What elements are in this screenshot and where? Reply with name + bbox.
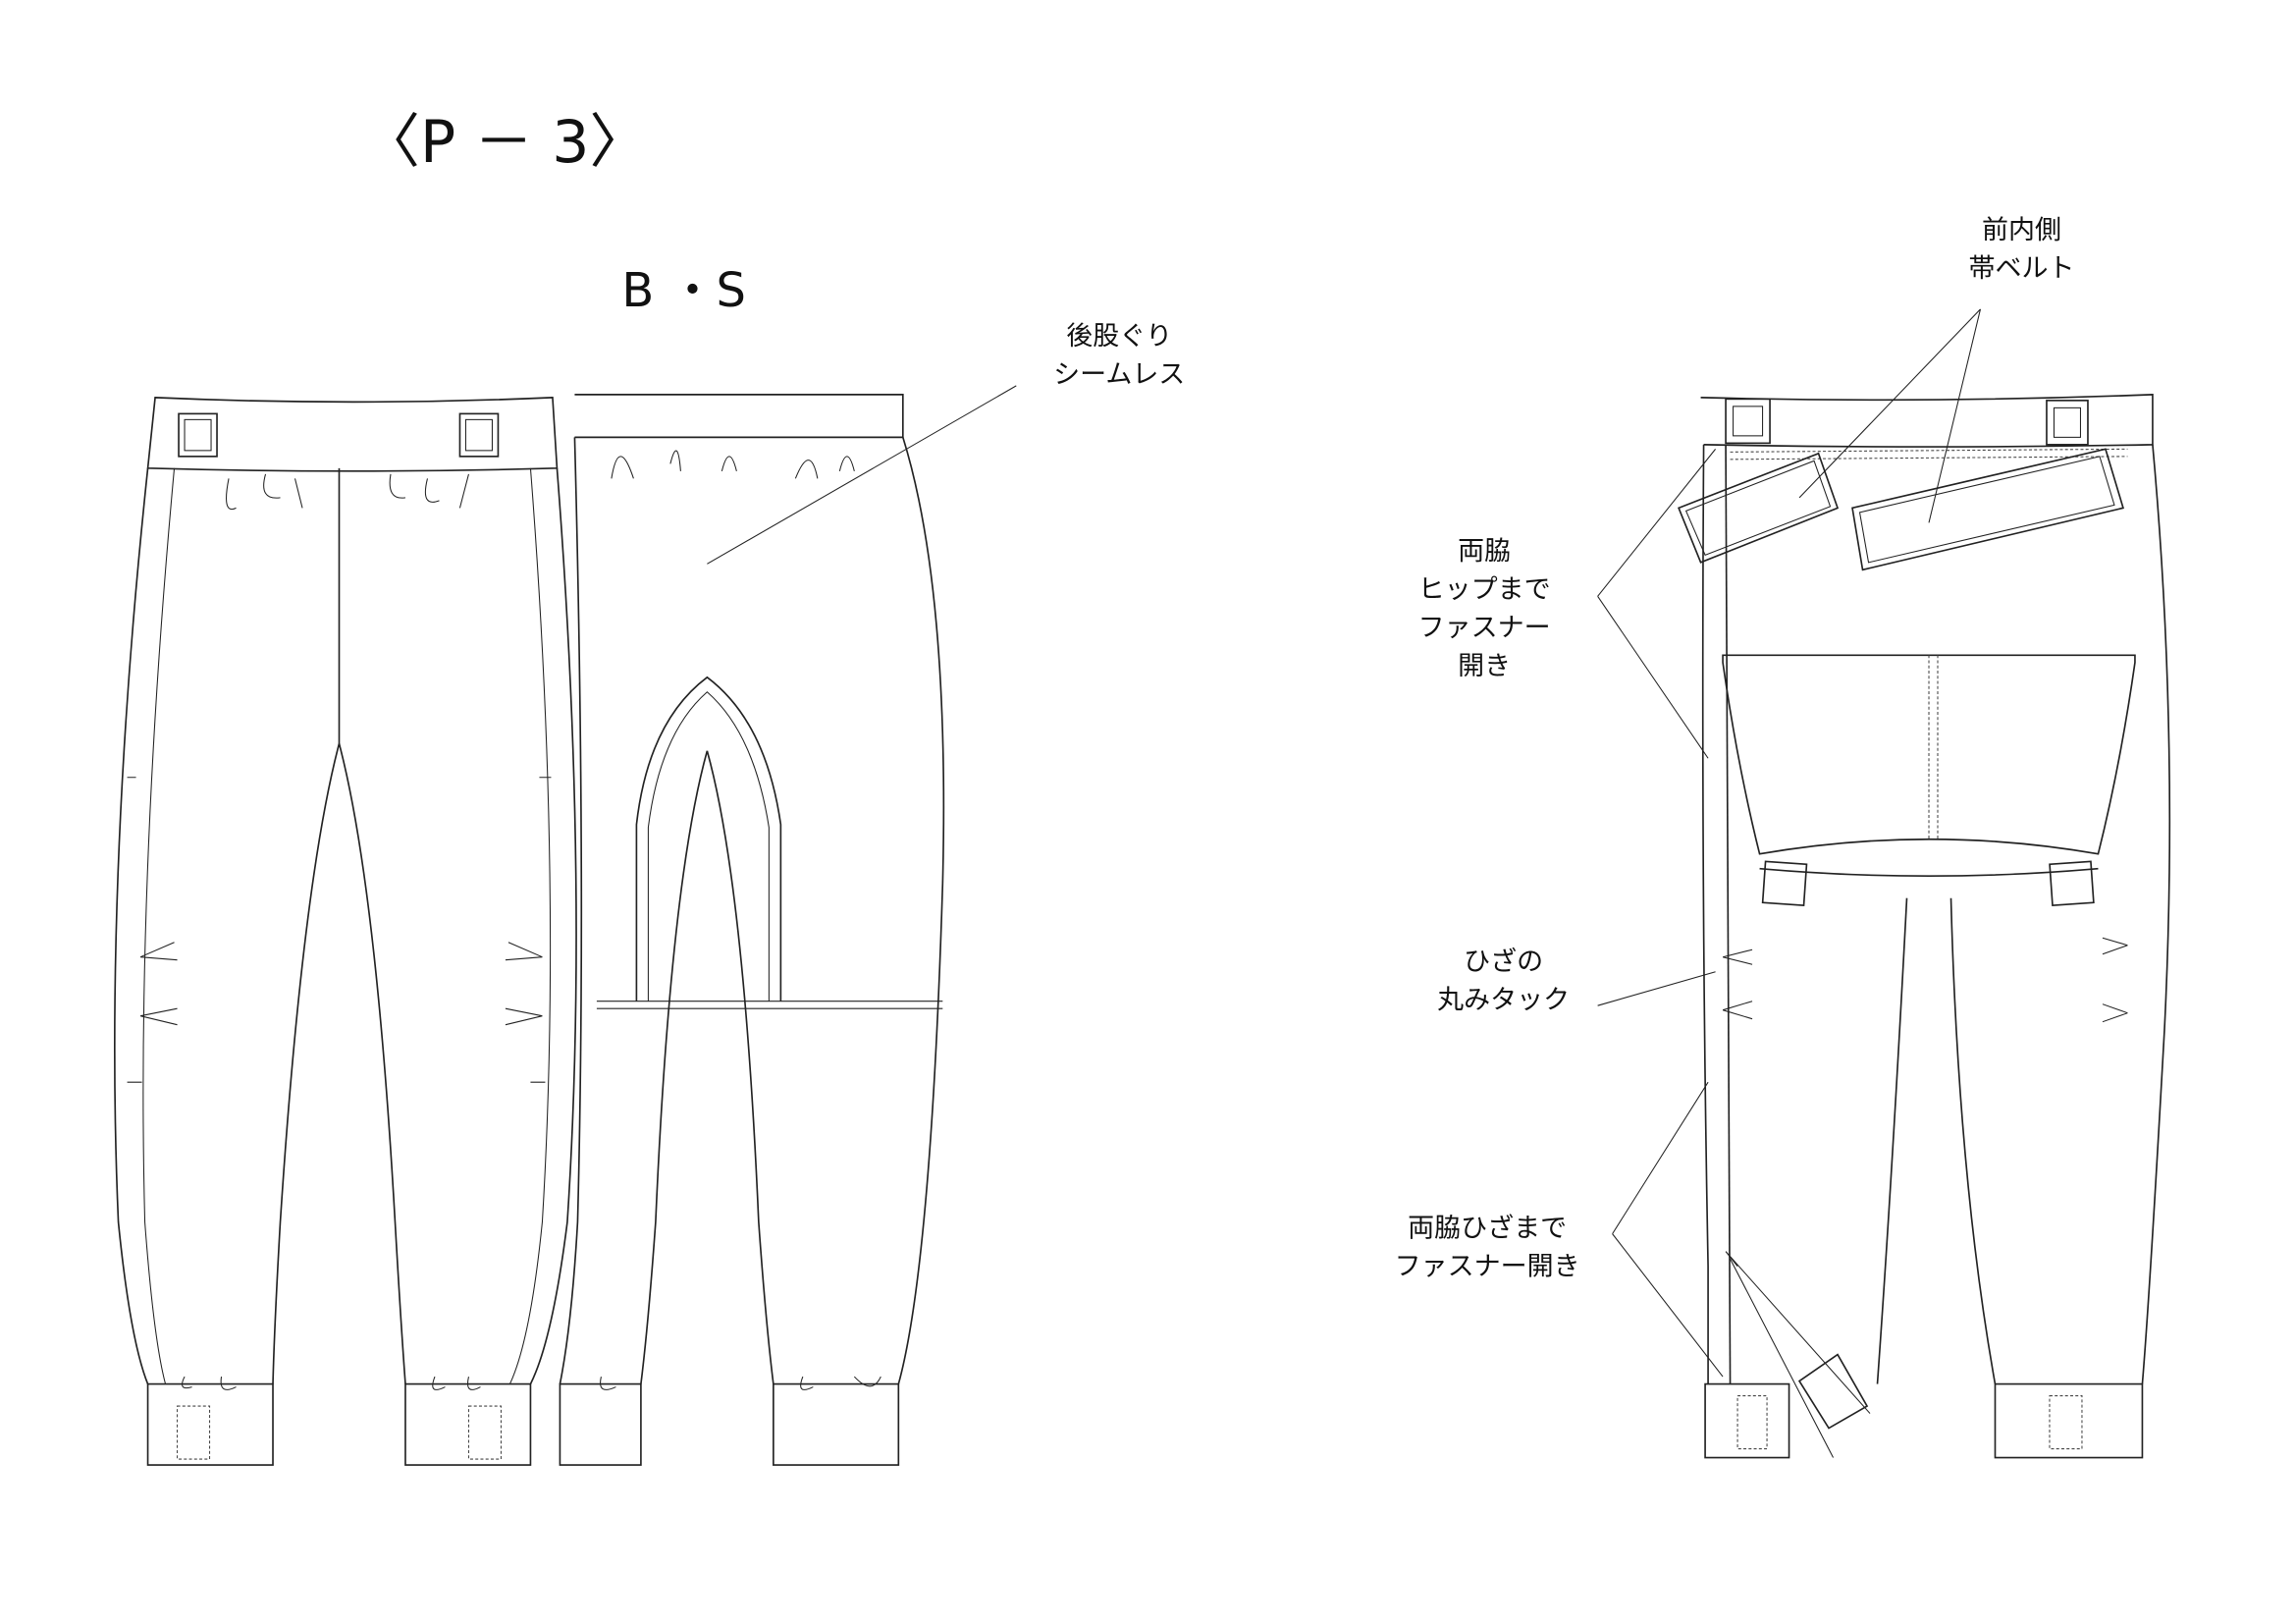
annotation-hip-zipper-1: 両脇 [1458,536,1511,567]
annotation-knee-tuck-2: 丸みタック [1437,985,1570,1015]
annotation-knee-tuck-1: ひざの [1464,947,1543,977]
annotation-hip-zipper-4: 開き [1458,651,1511,681]
back-view-pants [559,394,945,1466]
annotation-back-crotch-2: シームレス [1053,359,1185,390]
side-open-view-pants [1678,394,2171,1459]
annotation-knee-zipper-1: 両脇ひざまで [1408,1214,1567,1244]
leader-lines [707,308,1982,1378]
annotation-knee-zipper-2: ファスナー開き [1395,1252,1580,1282]
annotation-front-belt-2: 帯ベルト [1969,253,2075,284]
annotation-back-crotch-1: 後股ぐり [1066,321,1172,352]
page-title: 〈P － 3〉 [361,108,648,177]
front-view-pants [113,397,577,1466]
annotation-front-belt-1: 前内側 [1982,215,2061,245]
annotation-hip-zipper-3: ファスナー [1418,613,1551,643]
style-subtitle: B ・S [621,263,746,318]
annotation-hip-zipper-2: ヒップまで [1418,574,1551,605]
